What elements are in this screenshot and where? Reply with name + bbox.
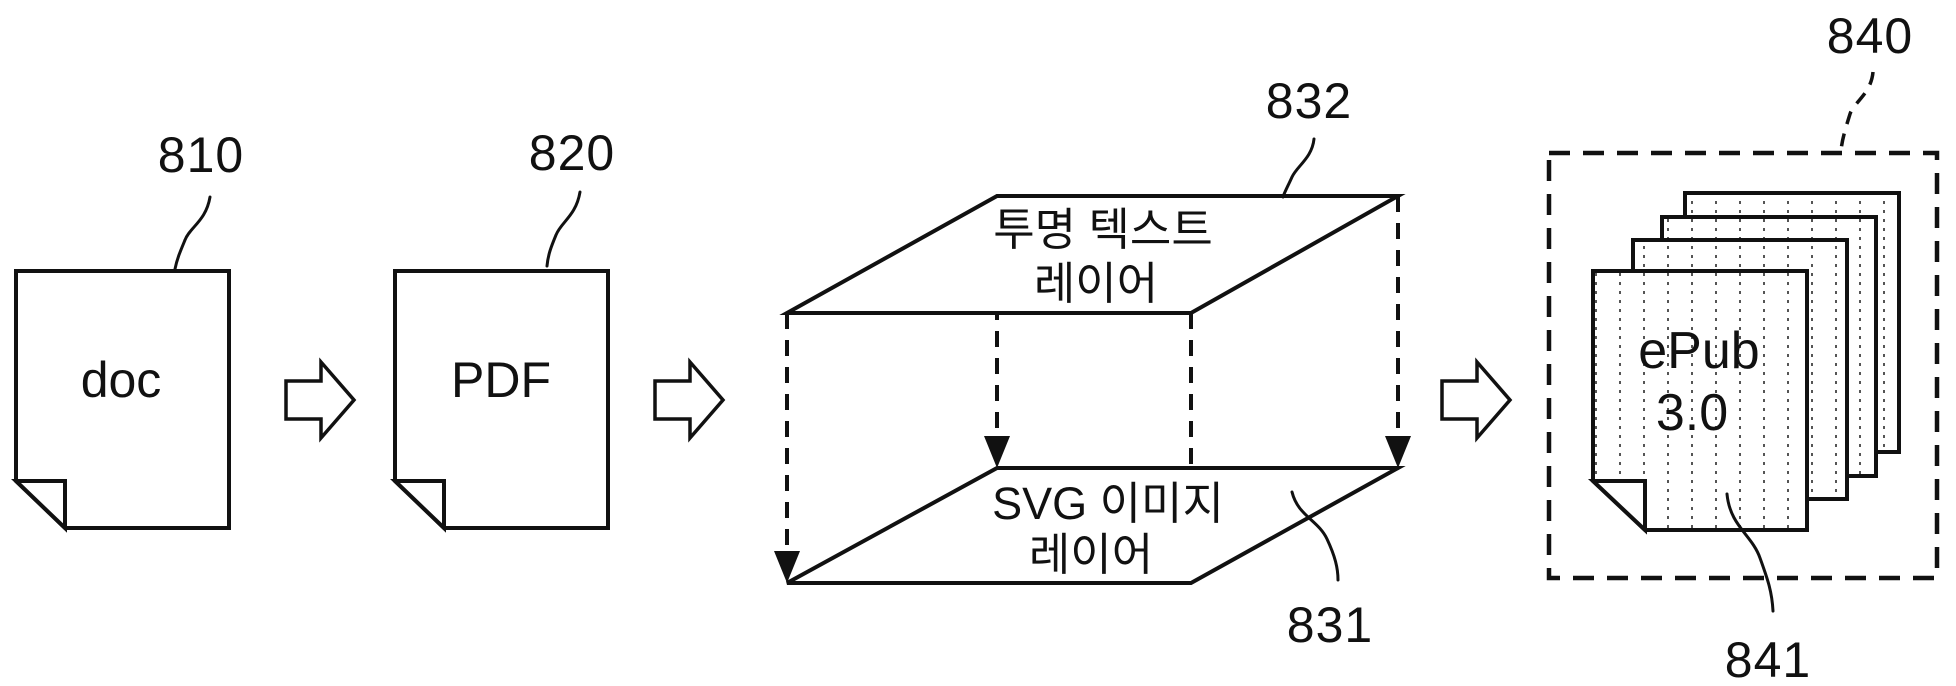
ref-841-leader [1725, 492, 1775, 613]
ref-810-leader [173, 195, 212, 271]
layer-projection-arrowhead-back-right [1385, 436, 1411, 468]
ref-831-label: 831 [1287, 597, 1373, 653]
pdf-doc-outline [393, 269, 610, 530]
ref-820-leader [545, 190, 582, 268]
arrow-doc-to-pdf-icon [284, 357, 357, 443]
text-layer-label-line2: 레이어 [1034, 258, 1158, 309]
pdf-doc-file: PDF 820 [390, 125, 615, 533]
image-layer-label-line2: 레이어 [1029, 529, 1153, 580]
arrow-pdf-to-layers-icon [653, 357, 726, 443]
layer-box: 투명 텍스트 레이어 SVG 이미지 레이어 832 831 [774, 73, 1411, 653]
ref-831-leader [1290, 490, 1340, 582]
epub-page-label-line2: 3.0 [1656, 384, 1728, 442]
source-doc-outline [14, 269, 231, 530]
ref-820-label: 820 [529, 125, 615, 181]
source-doc-fold-corner [11, 479, 67, 533]
ref-832-label: 832 [1266, 73, 1352, 129]
epub-group-border [1546, 150, 1940, 581]
image-layer-label-line1: SVG 이미지 [992, 478, 1224, 529]
pdf-doc-label: PDF [451, 352, 551, 408]
ref-832-leader [1281, 137, 1316, 199]
ref-840-label: 840 [1827, 8, 1913, 64]
ref-841-label: 841 [1725, 632, 1811, 686]
arrow-layers-to-epub-icon [1440, 357, 1513, 443]
ref-810-label: 810 [158, 127, 244, 183]
source-doc-file: doc 810 [11, 127, 244, 533]
pdf-doc-fold-corner [390, 479, 446, 533]
source-doc-label: doc [81, 352, 162, 408]
epub-group: ePub 3.0 840 841 [1546, 8, 1940, 686]
layer-projection-arrowhead-back-left [984, 436, 1010, 468]
layer-projection-arrowhead-front-left [774, 551, 800, 583]
text-layer-label-line1: 투명 텍스트 [993, 204, 1213, 255]
epub-page-fold-corner [1587, 479, 1647, 535]
text-layer-face [779, 194, 1406, 315]
ref-840-leader [1839, 71, 1875, 152]
image-layer-face [786, 466, 1406, 585]
epub-page-front [1591, 269, 1809, 532]
epub-page-label-line1: ePub [1638, 322, 1759, 380]
